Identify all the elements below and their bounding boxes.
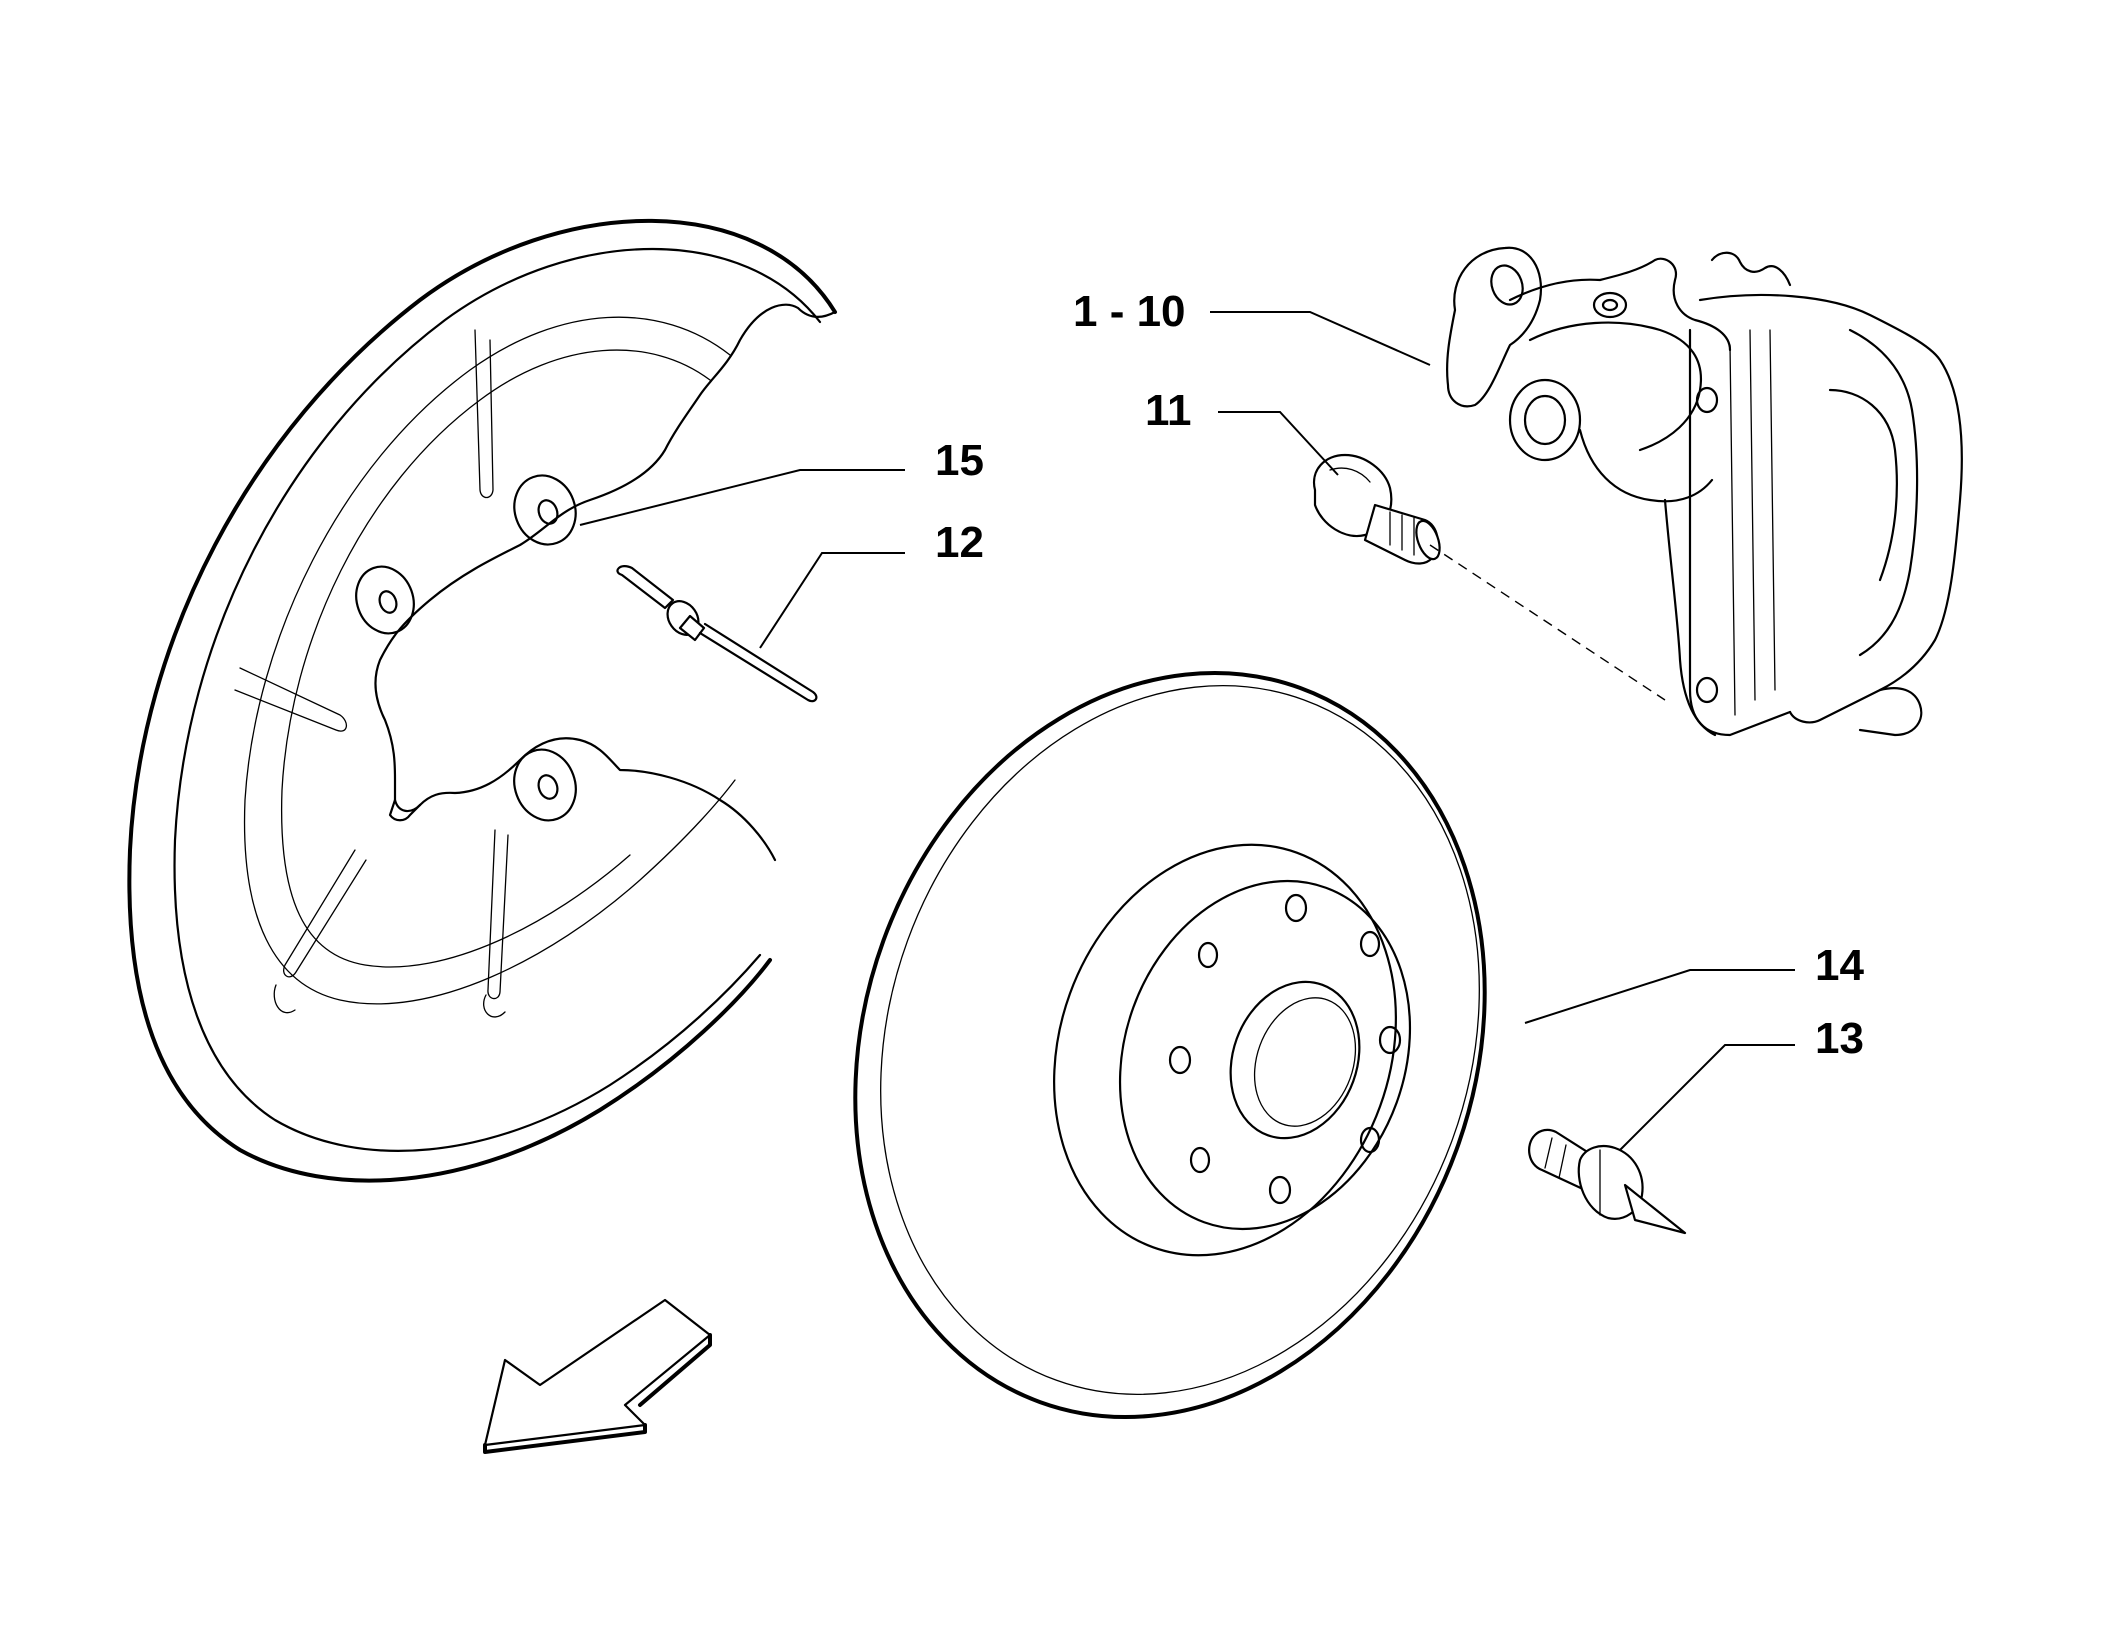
callout-label-14: 14 [1815,941,1864,990]
rivet-icon [616,565,818,703]
brake-caliper-icon [1445,246,1963,737]
leader-13 [1619,1044,1795,1151]
callout-label-15: 15 [935,436,984,485]
brake-dust-shield-icon [127,218,837,1183]
leader-12 [759,552,905,649]
brake-disc-icon [853,670,1487,1420]
callout-label-11: 11 [1145,386,1192,435]
bleed-screw-icon [1528,1128,1687,1235]
leader-1-10 [1210,311,1431,366]
leader-14 [1524,969,1795,1024]
leader-11 [1218,411,1339,476]
callout-label-13: 13 [1815,1014,1864,1063]
direction-arrow-icon [483,1298,712,1454]
bolt-alignment-line [1429,544,1666,701]
leader-15 [579,469,905,526]
callout-label-1-10: 1 - 10 [1073,287,1186,336]
bolt-icon [1312,453,1441,565]
leader-lines [579,311,1795,1151]
callout-label-12: 12 [935,518,984,567]
